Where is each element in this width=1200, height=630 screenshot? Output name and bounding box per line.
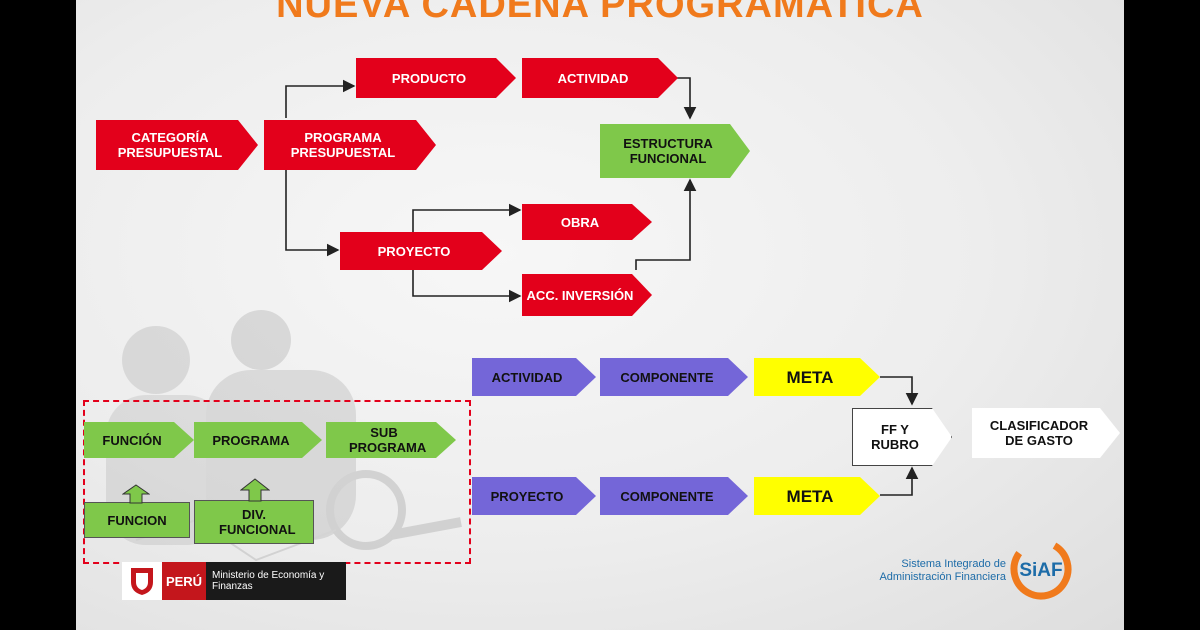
programa-presupuestal-box: PROGRAMA PRESUPUESTAL [264,120,436,170]
actividad-red-label: ACTIVIDAD [557,70,629,86]
ff-rubro-label: FF Y RUBRO [871,422,919,452]
funcion-top-box: FUNCIÓN [84,422,194,458]
siaf-logo: SiAF [1010,538,1072,600]
meta-1-label: META [786,367,834,387]
componente-1-box: COMPONENTE [600,358,748,396]
siaf-tagline: Sistema Integrado de Administración Fina… [879,558,1006,583]
funcion-bottom-box: FUNCION [84,502,190,538]
programa-green-box: PROGRAMA [194,422,322,458]
categoria-presupuestal-label: CATEGORÍA PRESUPUESTAL [117,130,223,160]
siaf-label: SiAF [1019,560,1062,581]
categoria-presupuestal-box: CATEGORÍA PRESUPUESTAL [96,120,258,170]
estructura-funcional-box: ESTRUCTURA FUNCIONAL [600,124,750,178]
obra-box: OBRA [522,204,652,240]
proyecto-red-box: PROYECTO [340,232,502,270]
acc-inversion-box: ACC. INVERSIÓN [522,274,652,316]
meta-2-box: META [754,477,880,515]
actividad-blue-label: ACTIVIDAD [491,369,563,385]
up-arrow-icon [240,478,270,502]
acc-inversion-label: ACC. INVERSIÓN [526,287,634,303]
ministerio-label: Ministerio de Economía y Finanzas [212,570,325,592]
clasificador-gasto-box: CLASIFICADOR DE GASTO [972,408,1120,458]
proyecto-red-label: PROYECTO [377,243,451,259]
producto-box: PRODUCTO [356,58,516,98]
clasificador-gasto-label: CLASIFICADOR DE GASTO [989,418,1089,448]
div-funcional-label: DIV. FUNCIONAL [219,507,296,537]
ff-rubro-box: FF Y RUBRO [852,408,952,466]
proyecto-blue-label: PROYECTO [490,488,564,504]
estructura-funcional-label: ESTRUCTURA FUNCIONAL [623,136,713,166]
peru-shield-icon [122,562,162,600]
componente-2-label: COMPONENTE [620,488,714,504]
sub-programa-label: SUB PROGRAMA [349,425,427,455]
div-funcional-box: DIV. FUNCIONAL [194,500,314,544]
sub-programa-box: SUB PROGRAMA [326,422,456,458]
actividad-blue-box: ACTIVIDAD [472,358,596,396]
componente-2-box: COMPONENTE [600,477,748,515]
obra-label: OBRA [560,214,600,230]
actividad-red-box: ACTIVIDAD [522,58,678,98]
meta-2-label: META [786,486,834,506]
programa-presupuestal-label: PROGRAMA PRESUPUESTAL [290,130,396,160]
slide-title: NUEVA CADENA PROGRAMATICA [276,0,924,26]
up-arrow-icon [122,484,150,504]
componente-1-label: COMPONENTE [620,369,714,385]
producto-label: PRODUCTO [391,70,467,86]
funcion-top-label: FUNCIÓN [102,432,162,448]
peru-mef-logo: PERÚ Ministerio de Economía y Finanzas [122,562,346,600]
funcion-bottom-label: FUNCION [107,512,167,528]
programa-green-label: PROGRAMA [212,432,290,448]
proyecto-blue-box: PROYECTO [472,477,596,515]
peru-label: PERÚ [162,562,206,600]
meta-1-box: META [754,358,880,396]
slide: NUEVA CADENA PROGRAMATICA CATEGORÍA [76,0,1124,630]
